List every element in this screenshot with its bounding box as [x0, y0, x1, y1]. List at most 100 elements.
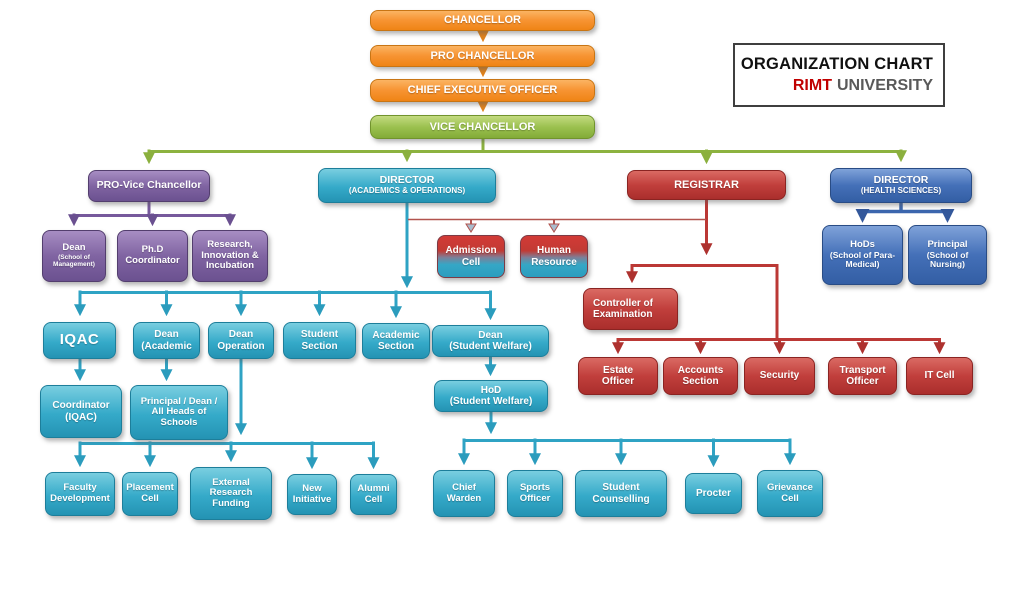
brand-name: RIMT	[792, 77, 832, 94]
node-chancellor: CHANCELLOR	[370, 10, 595, 31]
node-label: Placement Cell	[126, 482, 174, 504]
node-sublabel: (Student Welfare)	[449, 396, 533, 407]
node-label: Coordinator (IQAC)	[52, 400, 110, 423]
node-label: External Research Funding	[209, 476, 253, 509]
node-label: Accounts Section	[677, 364, 724, 387]
node-pro-vice-chancellor: PRO-Vice Chancellor	[88, 170, 210, 202]
node-it-cell: IT Cell	[906, 357, 973, 395]
node-alumni-cell: Alumni Cell	[350, 474, 397, 515]
node-label: Student Section	[300, 329, 339, 352]
node-human-resource: Human Resource	[520, 235, 588, 278]
node-sublabel: (Academic	[141, 340, 192, 352]
node-sublabel: (School of Para-Medical)	[829, 249, 896, 270]
node-principal-dean-heads: Principal / Dean / All Heads of Schools	[130, 385, 228, 440]
connector-shared	[408, 218, 706, 233]
node-label: Dean	[228, 329, 254, 341]
node-label: HoD	[480, 384, 502, 396]
node-label: Procter	[695, 487, 731, 499]
node-label: Transport Officer	[839, 364, 886, 387]
connector-green	[143, 137, 907, 165]
node-label: PRO CHANCELLOR	[430, 49, 535, 62]
node-label: Academic Section	[372, 329, 420, 352]
node-accounts-section: Accounts Section	[663, 357, 738, 395]
node-label: CHIEF EXECUTIVE OFFICER	[407, 84, 558, 97]
node-director-health: DIRECTOR(HEALTH SCIENCES)	[830, 168, 972, 203]
node-label: IQAC	[59, 331, 100, 349]
node-registrar: REGISTRAR	[627, 170, 786, 200]
node-label: PRO-Vice Chancellor	[96, 179, 202, 192]
node-label: Student Counselling	[592, 482, 650, 505]
node-director-academics: DIRECTOR(ACADEMICS & OPERATIONS)	[318, 168, 496, 203]
node-label: Research, Innovation & Incubation	[201, 239, 259, 272]
connector-purple	[68, 200, 236, 227]
node-pro-chancellor: PRO CHANCELLOR	[370, 45, 595, 67]
node-grievance-cell: Grievance Cell	[757, 470, 823, 517]
node-sublabel: (HEALTH SCIENCES)	[860, 185, 942, 195]
node-label: Estate Officer	[601, 364, 635, 387]
node-faculty-development: Faculty Development	[45, 472, 115, 516]
node-transport-officer: Transport Officer	[828, 357, 897, 395]
node-placement-cell: Placement Cell	[122, 472, 178, 516]
brand-suffix: UNIVERSITY	[836, 77, 933, 94]
node-sublabel: (ACADEMICS & OPERATIONS)	[348, 185, 466, 195]
node-sublabel: Operation	[217, 340, 265, 352]
chart-title: ORGANIZATION CHART	[740, 55, 933, 73]
node-dean-management: Dean(School of Management)	[42, 230, 106, 282]
node-research-innovation: Research, Innovation & Incubation	[192, 230, 268, 282]
node-label: Human Resource	[531, 245, 577, 268]
node-label: Dean	[62, 242, 86, 254]
node-hod-student-welfare: HoD(Student Welfare)	[434, 380, 548, 412]
node-admission-cell: Admission Cell	[437, 235, 505, 278]
connector-red	[612, 197, 946, 355]
node-label: DIRECTOR	[873, 174, 929, 187]
node-label: Ph.D Coordinator	[125, 244, 180, 266]
node-dean-academic: Dean(Academic	[133, 322, 200, 359]
node-procter: Procter	[685, 473, 742, 514]
node-label: REGISTRAR	[674, 178, 739, 191]
node-chief-warden: Chief Warden	[433, 470, 495, 517]
node-sublabel: (School of Management)	[53, 254, 95, 269]
node-label: Dean	[154, 329, 179, 341]
node-label: Principal / Dean / All Heads of Schools	[140, 395, 218, 428]
node-new-initiative: New Initiative	[287, 474, 337, 515]
node-estate-officer: Estate Officer	[578, 357, 658, 395]
node-principal-nursing: Principal(School of Nursing)	[908, 225, 987, 285]
node-sublabel: (Student Welfare)	[449, 341, 532, 352]
node-student-section: Student Section	[283, 322, 356, 359]
connector-blue	[855, 201, 955, 223]
node-label: Controller of Examination	[593, 297, 653, 320]
node-label: Grievance Cell	[767, 481, 813, 504]
node-phd-coordinator: Ph.D Coordinator	[117, 230, 188, 282]
node-vice-chancellor: VICE CHANCELLOR	[370, 115, 595, 139]
node-student-counselling: Student Counselling	[575, 470, 667, 517]
node-label: Security	[759, 370, 800, 382]
node-dean-student-welfare: Dean(Student Welfare)	[432, 325, 549, 357]
node-label: New Initiative	[292, 482, 332, 505]
node-label: Principal	[927, 239, 968, 251]
node-label: CHANCELLOR	[444, 14, 521, 27]
connector-teal	[74, 201, 796, 470]
node-hods-para-medical: HoDs(School of Para-Medical)	[822, 225, 903, 285]
node-coordinator-iqac: Coordinator (IQAC)	[40, 385, 122, 438]
node-iqac: IQAC	[43, 322, 116, 359]
node-label: DIRECTOR	[379, 174, 435, 187]
node-label: IT Cell	[924, 370, 955, 382]
node-label: Faculty Development	[50, 482, 110, 504]
node-external-research-funding: External Research Funding	[190, 467, 272, 520]
node-chief-executive-officer: CHIEF EXECUTIVE OFFICER	[370, 79, 595, 102]
node-label: VICE CHANCELLOR	[429, 120, 536, 133]
node-label: Alumni Cell	[357, 482, 390, 505]
node-academic-section: Academic Section	[362, 323, 430, 359]
node-sports-officer: Sports Officer	[507, 470, 563, 517]
node-label: Dean	[478, 329, 503, 341]
node-sublabel: (School of Nursing)	[926, 249, 969, 270]
node-label: Chief Warden	[446, 481, 482, 504]
node-controller-examination: Controller of Examination	[583, 288, 678, 330]
node-security: Security	[744, 357, 815, 395]
node-label: HoDs	[850, 239, 875, 251]
